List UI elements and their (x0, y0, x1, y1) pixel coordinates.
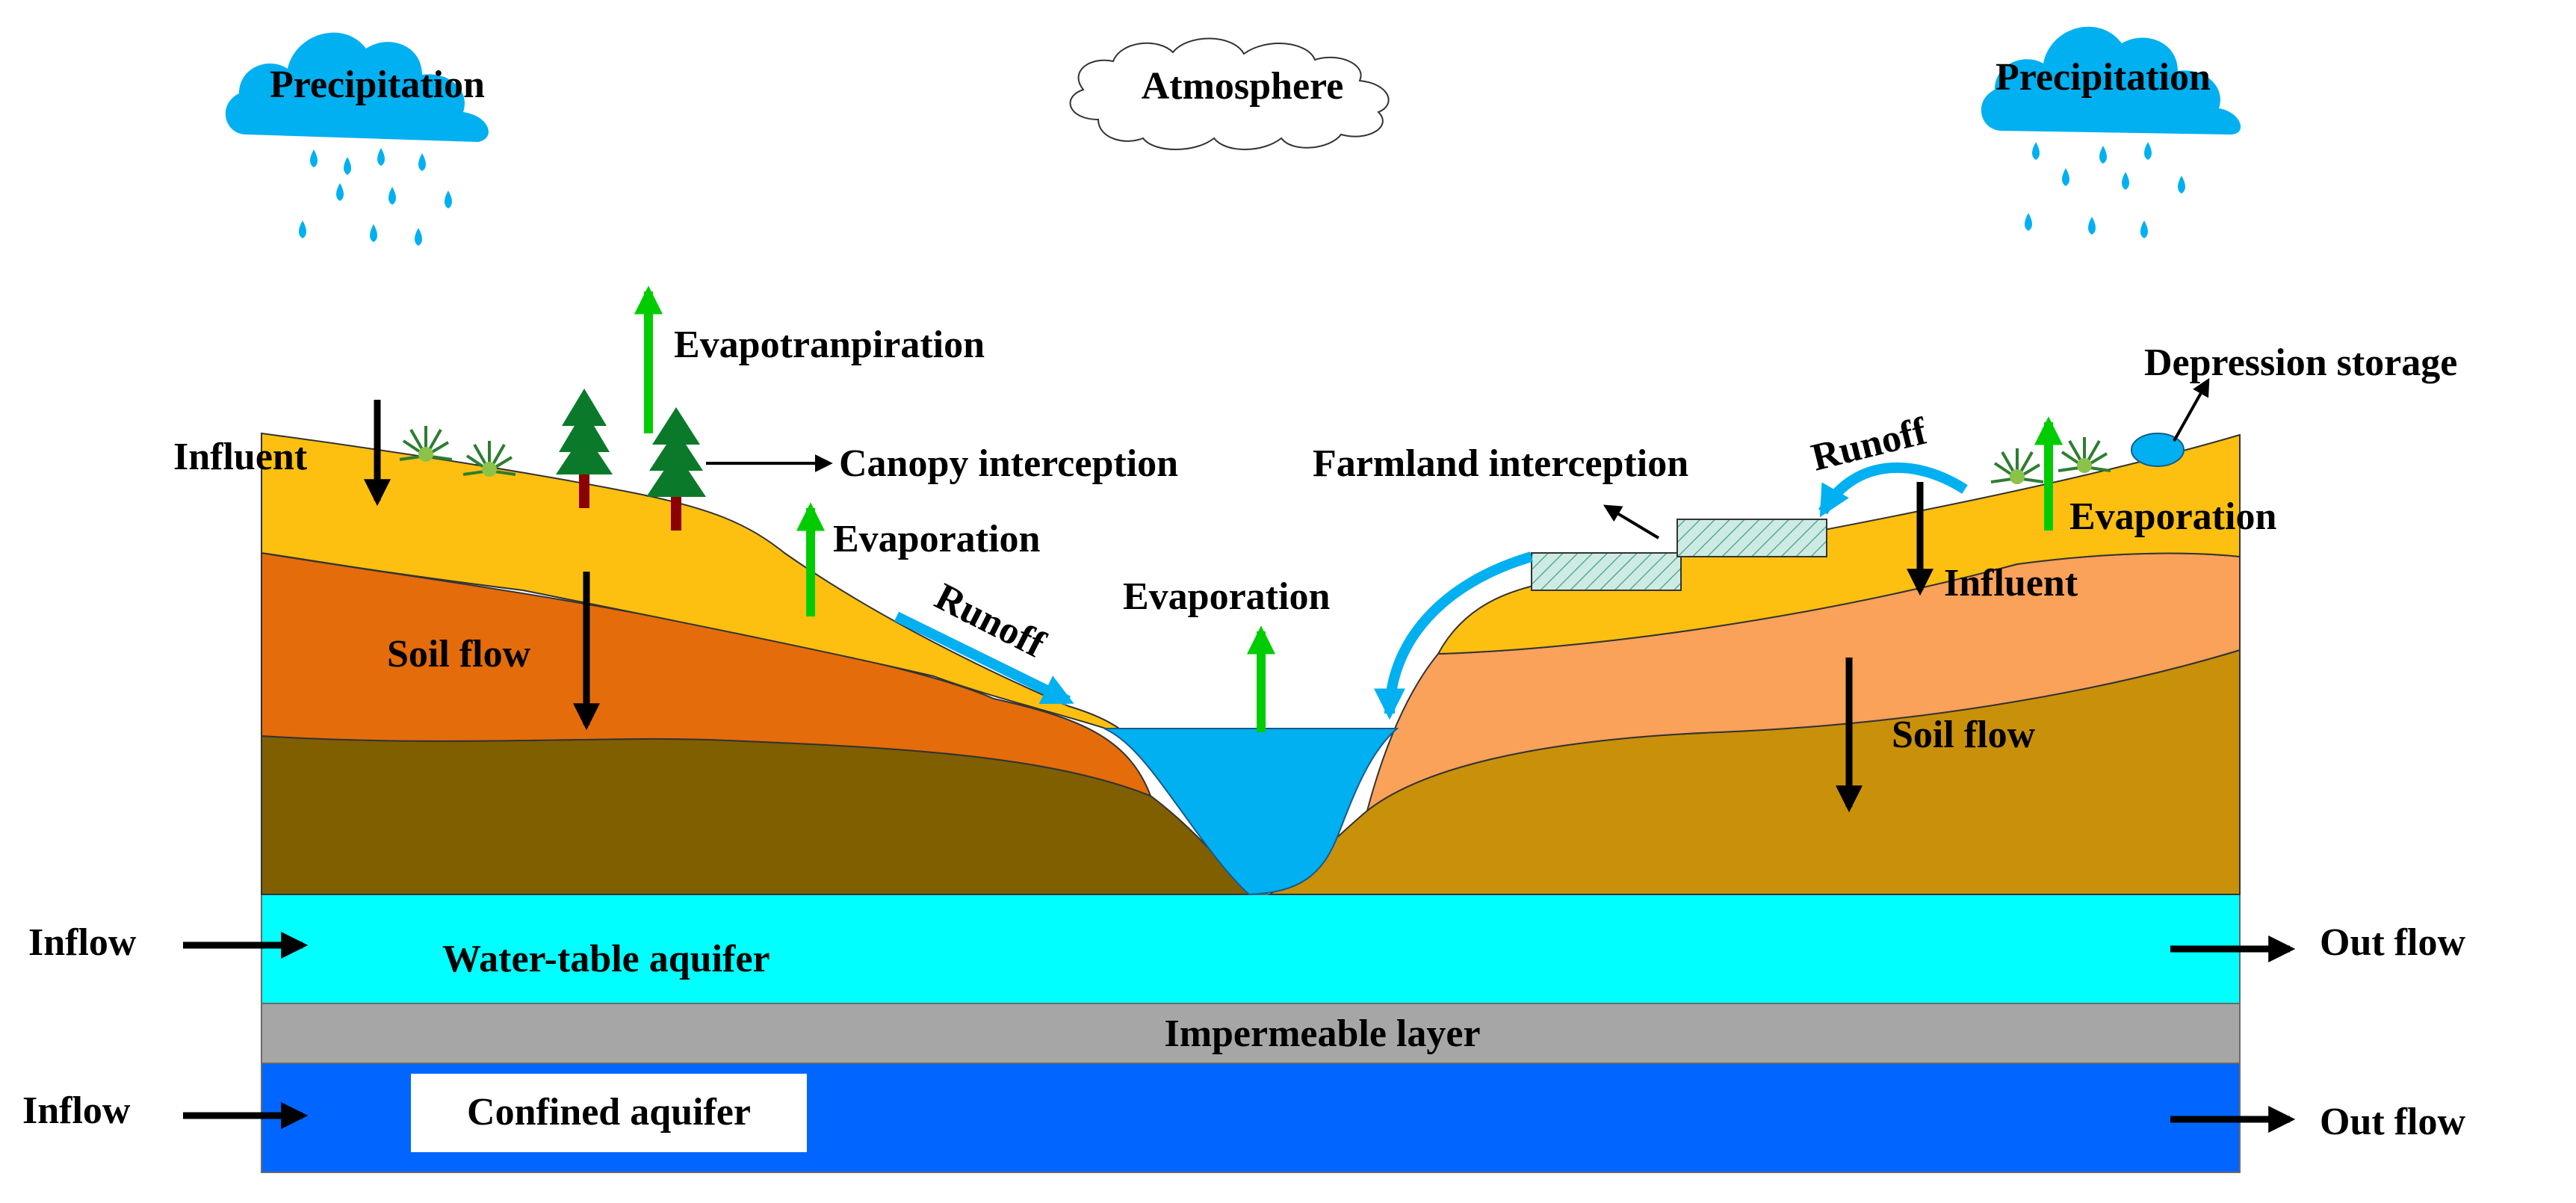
confined-aquifer-label-box (411, 1074, 807, 1152)
tree-icon-2 (646, 407, 706, 531)
farmland-plot-icon-lower (1531, 552, 1682, 591)
inflow-top-label: Inflow (28, 921, 137, 964)
out-flow-bottom-label: Out flow (2320, 1101, 2465, 1143)
grass-tuft-icon-left (399, 426, 516, 477)
water-table-aquifer-layer (261, 894, 2241, 1004)
evaporation-right-label: Evaporation (2069, 495, 2276, 538)
depression-pond-icon (2131, 433, 2185, 467)
out-flow-top-label: Out flow (2320, 921, 2465, 964)
grass-tuft-icon-right (1990, 437, 2111, 484)
atmosphere-cloud-icon (1069, 37, 1390, 150)
left-topsoil (261, 432, 1129, 737)
inflow-bottom-label: Inflow (22, 1089, 131, 1132)
farmland-interception-label: Farmland interception (1313, 442, 1688, 485)
impermeable-layer (261, 1003, 2241, 1064)
rain-cloud-icon-left (225, 32, 489, 246)
rain-cloud-icon-right (1981, 26, 2241, 238)
influent-right-label: Influent (1944, 562, 2078, 604)
evaporation-left-label: Evaporation (833, 518, 1040, 560)
soil-flow-left-label: Soil flow (387, 633, 531, 675)
confined-aquifer-label: Confined aquifer (467, 1091, 751, 1134)
atmosphere-label: Atmosphere (1142, 65, 1344, 108)
left-middle-soil (261, 551, 1152, 797)
evapotranspiration-label: Evapotranpiration (674, 324, 985, 366)
precipitation-left-label: Precipitation (270, 64, 485, 106)
impermeable-layer-label: Impermeable layer (1164, 1012, 1480, 1055)
river-water (1103, 728, 1399, 896)
influent-left-label: Influent (173, 436, 308, 478)
farmland-plot-icon-upper (1676, 519, 1827, 557)
water-table-aquifer-label: Water-table aquifer (442, 938, 770, 980)
runoff-arrow-right-upper (1818, 462, 1968, 518)
soil-flow-right-label: Soil flow (1892, 714, 2036, 756)
depression-storage-pointer (2173, 377, 2210, 442)
precipitation-right-label: Precipitation (1996, 56, 2211, 99)
evaporation-river-label: Evaporation (1123, 575, 1330, 618)
runoff-arrow-left (894, 611, 1074, 706)
tree-icon-1 (556, 389, 613, 508)
depression-storage-label: Depression storage (2144, 341, 2457, 384)
farmland-interception-pointer (1603, 504, 1660, 539)
runoff-arrow-right-lower (1374, 551, 1533, 720)
canopy-interception-label: Canopy interception (839, 442, 1178, 485)
